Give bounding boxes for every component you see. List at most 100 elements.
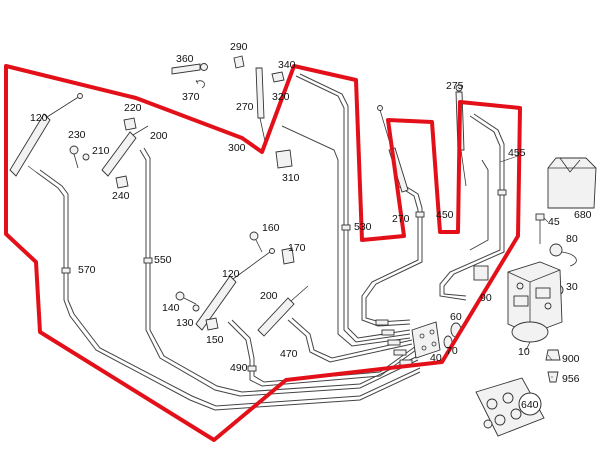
washer-130	[192, 304, 200, 312]
tube-455	[439, 115, 501, 301]
part-label: 490	[230, 362, 248, 374]
part-label: 220	[124, 102, 142, 114]
part-label: 270	[236, 101, 254, 113]
bolt-160	[249, 231, 263, 253]
strut-270-top	[255, 67, 267, 147]
relay-90	[473, 265, 489, 281]
callout-640-ring	[518, 392, 542, 416]
part-label: 140	[162, 302, 180, 314]
part-label: 640	[521, 399, 539, 411]
part-label: 40	[430, 352, 442, 364]
tube-530-b	[299, 73, 411, 339]
part-label: 130	[176, 317, 194, 329]
part-label: 270	[392, 213, 410, 225]
part-label: 200	[260, 290, 278, 302]
clip-150	[205, 317, 219, 331]
part-label: 310	[282, 172, 300, 184]
tube-530	[295, 75, 411, 343]
clip-370	[195, 80, 205, 89]
part-label: 160	[262, 222, 280, 234]
washer-210	[82, 153, 90, 161]
part-label: 60	[450, 311, 462, 323]
bolt-45	[535, 213, 545, 244]
part-label: 455	[508, 147, 526, 159]
part-label: 370	[182, 91, 200, 103]
part-label: 450	[436, 209, 454, 221]
tube-570-b	[39, 169, 421, 407]
tube-550-b	[143, 147, 419, 393]
bolt-140	[175, 291, 197, 305]
part-label: 300	[228, 142, 246, 154]
tube-fittings	[375, 319, 413, 366]
tube-clip	[341, 224, 351, 231]
tube-455-b	[443, 113, 505, 297]
reservoir-680	[547, 157, 597, 209]
part-label: 70	[446, 345, 458, 357]
part-label: 150	[206, 334, 224, 346]
strut-200-top	[101, 125, 149, 177]
plate-40	[411, 321, 441, 359]
part-label: 120	[222, 268, 240, 280]
tube-490-b	[231, 319, 417, 383]
tube-clip	[61, 267, 71, 274]
bolt-230	[69, 145, 79, 169]
tube-450	[361, 185, 419, 327]
leader-lines	[27, 79, 553, 378]
tube-455-c	[469, 159, 489, 251]
part-label: 30	[566, 281, 578, 293]
tube-490	[227, 321, 417, 387]
highlight-outline	[4, 64, 522, 442]
tube-450-b	[365, 183, 423, 323]
bracket-310	[275, 149, 293, 169]
part-label: 90	[480, 292, 492, 304]
part-label: 956	[562, 373, 580, 385]
part-label: 900	[562, 353, 580, 365]
part-label: 170	[288, 242, 306, 254]
bolt-360	[171, 63, 208, 75]
fitting-900	[545, 349, 561, 361]
seal-kit-640	[475, 377, 545, 437]
part-label: 80	[566, 233, 578, 245]
part-label: 530	[354, 221, 372, 233]
gas-struts	[9, 67, 467, 337]
tube-470-b	[291, 317, 413, 359]
part-label: 470	[280, 348, 298, 360]
tube-clip	[143, 257, 153, 264]
tube-clip	[415, 211, 425, 218]
part-label: 340	[278, 59, 296, 71]
strut-120-left	[9, 93, 83, 177]
tube-clip	[247, 365, 257, 372]
part-label: 320	[272, 91, 290, 103]
part-label: 570	[78, 264, 96, 276]
part-label: 200	[150, 130, 168, 142]
tube-570	[35, 171, 421, 411]
part-label: 680	[574, 209, 592, 221]
part-labels: 360 290 340 370 320 270 275 120 220 230 …	[30, 41, 592, 411]
tube-530-c	[281, 125, 411, 347]
part-label: 240	[112, 190, 130, 202]
part-label: 275	[446, 80, 464, 92]
clip-220	[123, 117, 137, 131]
part-label: 290	[230, 41, 248, 53]
part-label: 120	[30, 112, 48, 124]
part-label: 550	[154, 254, 172, 266]
part-label: 210	[92, 145, 110, 157]
tube-clip	[497, 189, 507, 196]
sensor-80	[549, 243, 577, 267]
fitting-956	[547, 371, 559, 383]
tube-470	[287, 319, 413, 363]
clip-290	[233, 55, 245, 69]
hydraulic-pump-unit	[507, 261, 563, 351]
hydraulic-lines	[35, 73, 507, 411]
part-label: 360	[176, 53, 194, 65]
part-label: 45	[548, 216, 560, 228]
bracket-340	[271, 71, 285, 83]
part-label: 10	[518, 346, 530, 358]
bracket-170	[281, 247, 295, 265]
tube-550	[139, 149, 419, 397]
strut-200-lower	[257, 285, 309, 337]
strut-120-lower	[195, 248, 275, 331]
part-label: 230	[68, 129, 86, 141]
